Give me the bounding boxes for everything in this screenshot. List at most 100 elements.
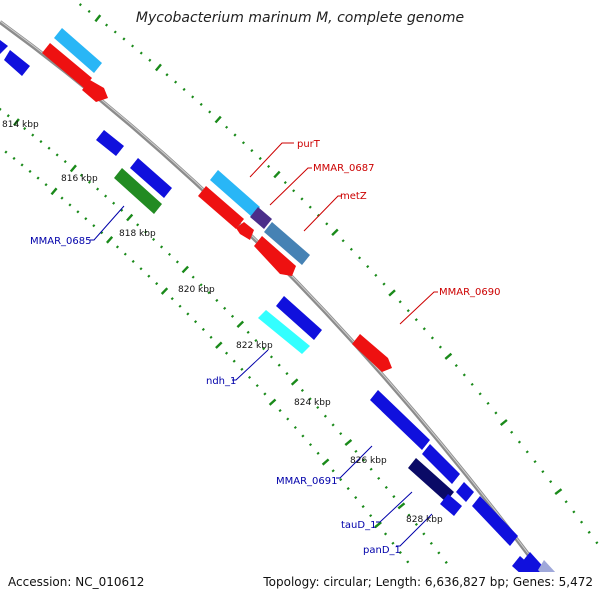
- gene-marker[interactable]: [4, 50, 30, 76]
- gene-metZ[interactable]: [264, 222, 310, 265]
- tick-tracks: [0, 3, 599, 564]
- tick-mark: [388, 289, 396, 297]
- tick-mark: [68, 203, 72, 207]
- tick-mark: [494, 411, 498, 415]
- gene-label[interactable]: metZ: [340, 191, 367, 202]
- tick-mark: [136, 223, 140, 227]
- gene-marker[interactable]: [54, 28, 102, 73]
- gene-MMAR_0690[interactable]: [352, 334, 392, 372]
- tick-mark: [316, 405, 320, 410]
- callout-lines: [90, 142, 438, 547]
- gene-MMAR_0685[interactable]: [114, 168, 162, 214]
- tick-mark: [267, 164, 271, 168]
- gene-tauD_1[interactable]: [440, 494, 462, 516]
- tick-mark: [47, 146, 51, 150]
- tick-mark: [316, 451, 320, 455]
- tick-mark: [339, 478, 343, 482]
- tick-mark: [331, 423, 335, 427]
- tick-mark: [258, 156, 262, 161]
- tick-mark: [398, 300, 402, 304]
- callout-MMAR_0690: [399, 291, 438, 325]
- callout-purT: [249, 142, 294, 178]
- tick-mark: [361, 505, 365, 509]
- tick-mark: [374, 273, 378, 277]
- gene-label[interactable]: MMAR_0691: [276, 476, 338, 487]
- gene-label[interactable]: MMAR_0690: [439, 287, 501, 298]
- tick-mark: [6, 114, 10, 118]
- gene-label[interactable]: purT: [297, 139, 321, 150]
- gene-marker[interactable]: [96, 130, 124, 156]
- tick-mark: [199, 102, 203, 106]
- tick-mark: [470, 382, 474, 386]
- gene-label[interactable]: tauD_1: [341, 520, 376, 531]
- gene-purT[interactable]: [210, 170, 260, 217]
- tick-mark: [344, 438, 353, 447]
- gene-marker[interactable]: [82, 80, 108, 102]
- tick-mark: [84, 217, 88, 221]
- tick-mark: [300, 388, 304, 392]
- gene-marker[interactable]: [456, 482, 474, 502]
- gene-MMAR_0691[interactable]: [408, 458, 454, 502]
- gene-ndh_1[interactable]: [258, 310, 310, 354]
- tick-mark: [462, 373, 466, 377]
- tick-mark: [358, 256, 362, 260]
- gene-marker[interactable]: [42, 43, 92, 88]
- gene-marker[interactable]: [198, 186, 244, 229]
- tick-mark: [308, 443, 313, 447]
- gene-marker[interactable]: [130, 158, 172, 198]
- tick-mark: [325, 222, 329, 226]
- gene-label[interactable]: MMAR_0687: [313, 163, 375, 174]
- tick-mark: [377, 476, 381, 480]
- tick-mark: [407, 513, 411, 517]
- gene-marker[interactable]: [254, 236, 296, 276]
- gene-marker[interactable]: [370, 390, 430, 450]
- topology-text: Topology: circular; Length: 6,636,827 bp…: [262, 575, 593, 589]
- gene-MMAR_0687[interactable]: [250, 207, 272, 229]
- tick-mark: [286, 417, 290, 421]
- tick-mark: [152, 237, 156, 241]
- tick-mark: [31, 133, 35, 137]
- tick-mark: [174, 80, 178, 84]
- tick-mark: [339, 432, 343, 436]
- tick-mark: [39, 140, 43, 144]
- tick-mark: [170, 297, 174, 301]
- gene-marker[interactable]: [472, 496, 518, 546]
- tick-mark: [233, 133, 237, 137]
- tick-mark: [250, 149, 254, 153]
- tick-mark: [374, 521, 382, 529]
- tick-mark: [165, 73, 169, 77]
- tick-mark: [277, 363, 281, 367]
- tick-mark: [349, 247, 353, 251]
- tick-mark: [269, 355, 273, 359]
- tick-mark: [572, 510, 576, 514]
- tick-mark: [595, 541, 599, 545]
- gene-marker[interactable]: [422, 444, 460, 484]
- gene-marker[interactable]: [0, 40, 8, 54]
- tick-mark: [392, 495, 396, 499]
- tick-mark: [87, 180, 92, 184]
- accession-text: Accession: NC_010612: [8, 575, 144, 589]
- gene-marker[interactable]: [236, 222, 254, 240]
- callout-MMAR_0687: [269, 167, 312, 206]
- tick-mark: [63, 160, 67, 164]
- tick-mark: [76, 210, 80, 214]
- callout-tauD_1: [376, 491, 413, 523]
- tick-mark: [273, 170, 281, 179]
- tick-mark: [369, 514, 373, 518]
- callout-ndh_1: [232, 349, 269, 381]
- gene-marker[interactable]: [276, 296, 322, 340]
- tick-mark: [422, 327, 426, 331]
- tick-mark: [438, 345, 442, 349]
- tick-mark: [321, 458, 330, 466]
- gene-label[interactable]: panD_1: [363, 545, 401, 556]
- tick-mark: [541, 470, 545, 474]
- tick-mark: [341, 239, 345, 243]
- tick-mark: [517, 440, 522, 444]
- gene-label[interactable]: MMAR_0685: [30, 236, 92, 247]
- tick-mark: [236, 320, 245, 328]
- tick-mark: [308, 205, 312, 209]
- tick-mark: [159, 245, 164, 249]
- gene-label[interactable]: ndh_1: [206, 376, 236, 387]
- tick-mark: [20, 163, 24, 167]
